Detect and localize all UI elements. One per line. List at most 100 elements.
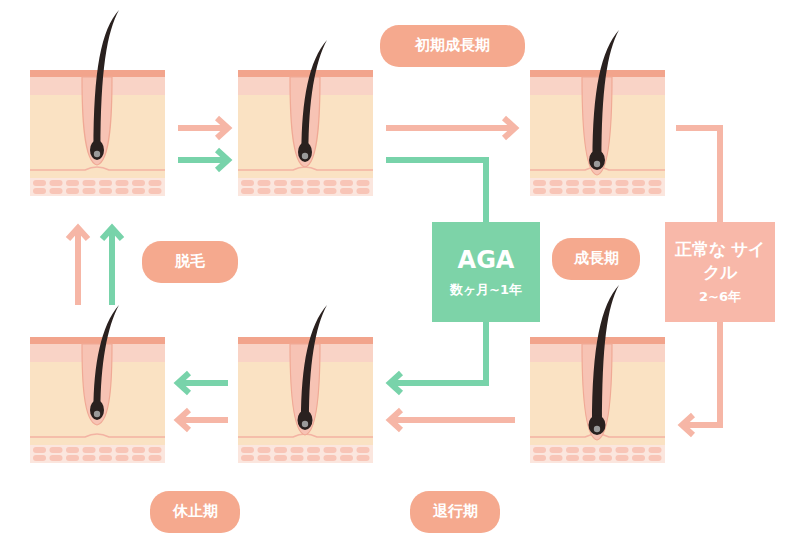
fat-cell: [291, 447, 304, 453]
fat-cell: [241, 455, 254, 461]
fat-cell: [33, 180, 46, 186]
fat-cell: [291, 180, 304, 186]
fat-cell: [533, 188, 546, 194]
epidermis-line: [30, 337, 165, 344]
fat-cell: [291, 455, 304, 461]
fat-cell: [99, 455, 112, 461]
stage-label: 休止期: [173, 502, 218, 522]
dermal-papilla: [594, 161, 600, 167]
fat-cell: [599, 188, 612, 194]
cycle-arrow: [178, 417, 228, 423]
fat-cell: [241, 447, 254, 453]
fat-cell: [307, 180, 320, 186]
arrow-head: [178, 410, 189, 430]
hair-shaft: [94, 305, 120, 410]
fat-cell: [616, 455, 629, 461]
skin-hair-figure: [30, 305, 165, 463]
fat-cell: [357, 188, 370, 194]
fat-cell: [116, 180, 129, 186]
fat-cell: [241, 188, 254, 194]
dermal-papilla: [302, 421, 308, 427]
stage-pill: 休止期: [150, 491, 240, 533]
hair-bulb: [298, 142, 312, 162]
fat-layer: [30, 445, 165, 463]
hair-shaft: [301, 305, 327, 420]
fat-cell: [274, 455, 287, 461]
fat-cell: [132, 455, 145, 461]
fat-cell: [566, 447, 579, 453]
stage-label: 正常な サイクル: [673, 238, 767, 282]
hair-bulb: [90, 140, 104, 160]
fat-cell: [132, 180, 145, 186]
fat-cell: [50, 180, 63, 186]
stage-label: 成長期: [574, 249, 619, 269]
fat-cell: [149, 455, 162, 461]
fat-cell: [33, 455, 46, 461]
fat-cell: [649, 455, 662, 461]
hair-shaft: [94, 10, 120, 150]
fat-cell: [83, 188, 96, 194]
hair-bulb: [589, 415, 606, 435]
fat-cell: [99, 447, 112, 453]
arrow-head: [217, 118, 228, 138]
fat-cell: [632, 447, 645, 453]
fat-cell: [33, 447, 46, 453]
fat-cell: [274, 447, 287, 453]
fat-layer: [238, 445, 373, 463]
cycle-arrow: [178, 125, 228, 131]
fat-cell: [50, 188, 63, 194]
fat-cell: [324, 180, 337, 186]
fat-cell: [550, 447, 563, 453]
skin-hair-figure: [238, 40, 373, 196]
stage-label: 脱毛: [175, 252, 205, 272]
fat-layer: [530, 445, 665, 463]
fat-cell: [340, 180, 353, 186]
epidermis-line: [238, 337, 373, 344]
fat-cell: [583, 188, 596, 194]
arrow-head: [504, 118, 515, 138]
cycle-arrows: [68, 118, 720, 435]
fat-cell: [649, 447, 662, 453]
stage-pill: 初期成長期: [380, 25, 525, 67]
fat-cell: [533, 447, 546, 453]
fat-cell: [50, 455, 63, 461]
fat-cell: [66, 455, 79, 461]
fat-cell: [274, 180, 287, 186]
stage-pill: 退行期: [410, 491, 500, 533]
fat-cell: [149, 180, 162, 186]
fat-cell: [357, 455, 370, 461]
cycle-arrow: [178, 157, 228, 163]
fat-cell: [632, 188, 645, 194]
fat-layer: [530, 178, 665, 196]
fat-cell: [357, 447, 370, 453]
fat-cell: [566, 180, 579, 186]
stage-label: 退行期: [433, 502, 478, 522]
fat-cell: [550, 188, 563, 194]
cycle-arrow: [75, 228, 81, 305]
fat-cell: [566, 188, 579, 194]
fat-cell: [83, 455, 96, 461]
fat-cell: [324, 447, 337, 453]
fat-cell: [616, 180, 629, 186]
aga-box: AGA数ヶ月~1年: [432, 222, 540, 322]
skin-hair-figure: [530, 30, 665, 196]
fat-cell: [632, 455, 645, 461]
hair-bulb: [90, 400, 104, 420]
fat-cell: [324, 188, 337, 194]
epidermis-line: [238, 70, 373, 77]
fat-cell: [632, 180, 645, 186]
arrow-head: [217, 150, 228, 170]
cycle-arrow: [390, 417, 515, 423]
fat-cell: [116, 455, 129, 461]
fat-cell: [149, 447, 162, 453]
fat-cell: [599, 180, 612, 186]
fat-cell: [83, 180, 96, 186]
fat-layer: [238, 178, 373, 196]
dermal-papilla: [94, 411, 100, 417]
fat-layer: [30, 178, 165, 196]
fat-cell: [324, 455, 337, 461]
fat-cell: [616, 188, 629, 194]
fat-cell: [599, 447, 612, 453]
cycle-arrow: [386, 125, 515, 131]
fat-cell: [550, 455, 563, 461]
